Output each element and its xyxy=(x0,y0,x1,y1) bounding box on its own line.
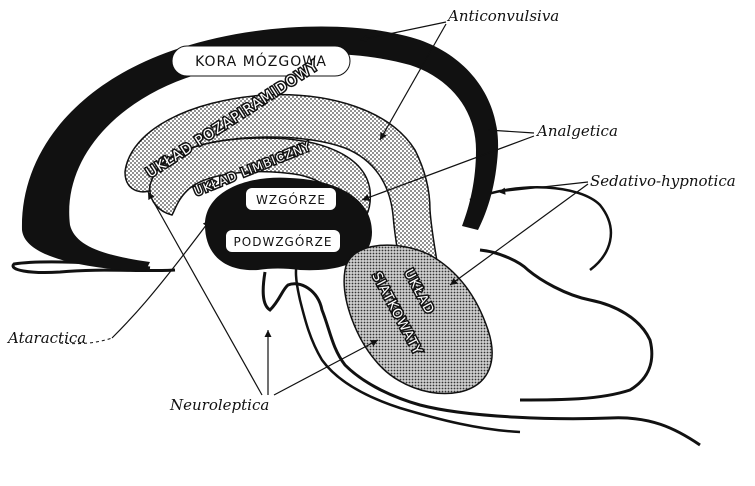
ataractica-label: Ataractica xyxy=(6,329,86,347)
neuroleptica-arrow-reticular xyxy=(274,340,378,395)
analgetica-label: Analgetica xyxy=(535,122,618,140)
ataractica-arrow-limbic xyxy=(112,220,210,338)
anticonvulsiva-label: Anticonvulsiva xyxy=(446,7,559,25)
sedativo-hypnotica-label: Sedativo-hypnotica xyxy=(590,172,736,190)
hypothalamus-label-text: PODWZGÓRZE xyxy=(234,234,333,249)
thalamus-label-text: WZGÓRZE xyxy=(256,192,326,207)
thalamus-label: WZGÓRZE xyxy=(246,188,336,210)
cerebellum-outline xyxy=(470,187,611,270)
hypothalamus-label: PODWZGÓRZE xyxy=(226,230,340,252)
neuroleptica-label: Neuroleptica xyxy=(169,396,269,414)
cortex-label: KORA MÓZGOWA xyxy=(172,46,350,76)
reticular-formation xyxy=(344,245,492,393)
